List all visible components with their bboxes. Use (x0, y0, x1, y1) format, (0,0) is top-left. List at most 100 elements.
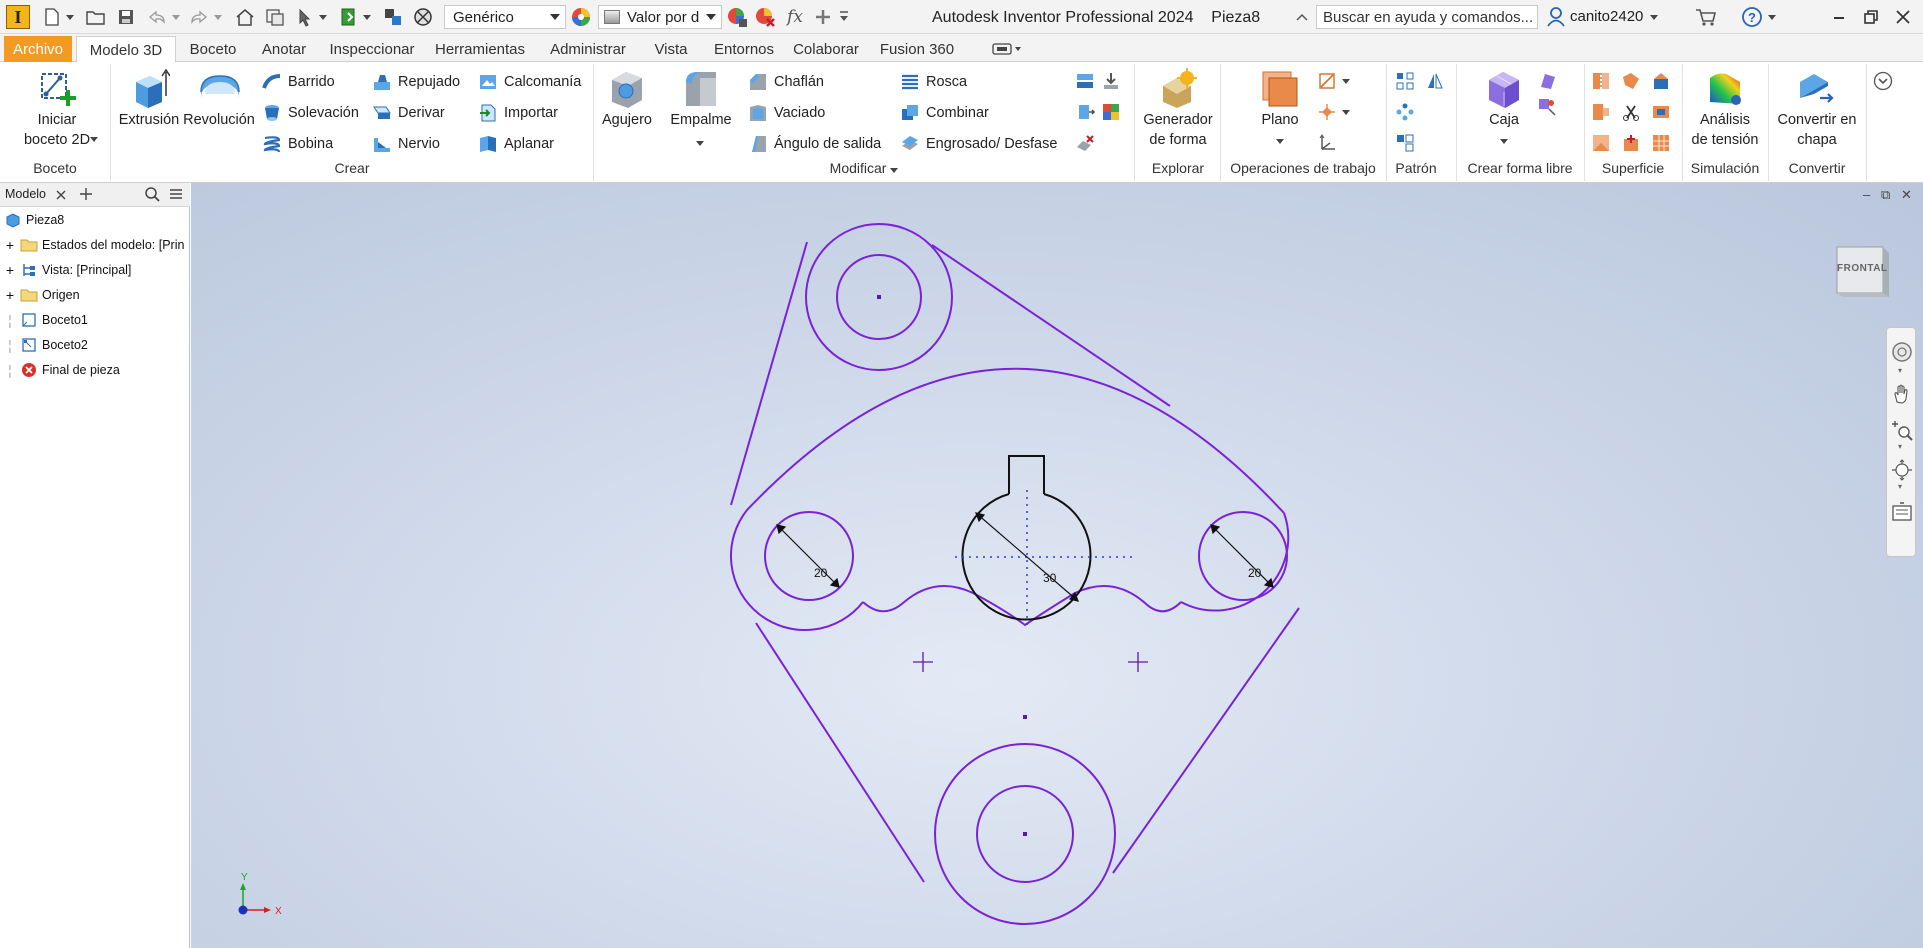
emboss-button[interactable]: Repujado (372, 70, 460, 94)
work-point-dropdown-icon[interactable] (1340, 101, 1352, 123)
tree-item-end-of-part[interactable]: ¦ Final de pieza (0, 359, 120, 381)
direct-edit-icon[interactable] (1100, 70, 1122, 92)
redo-dropdown-icon[interactable] (213, 4, 223, 30)
center-point[interactable] (1023, 832, 1027, 836)
sketch-circle[interactable] (805, 223, 953, 371)
add-icon[interactable] (78, 184, 94, 207)
tree-item-part[interactable]: Pieza8 (0, 209, 64, 231)
customize-quick-access-icon[interactable] (836, 4, 852, 30)
work-axis-dropdown-icon[interactable] (1340, 70, 1352, 92)
sketch-line[interactable] (755, 622, 925, 883)
tab-herramientas[interactable]: Herramientas (434, 40, 526, 58)
fit-mesh-face-icon[interactable] (1650, 132, 1672, 154)
sketch-circle[interactable] (976, 785, 1074, 883)
rib-button[interactable]: Nervio (372, 132, 440, 156)
sketch-dropdown-icon[interactable] (88, 128, 100, 150)
expand-icon[interactable]: + (5, 287, 15, 303)
steering-wheel-icon[interactable] (1890, 340, 1914, 364)
tab-entornos[interactable]: Entornos (713, 40, 775, 58)
browser-tab-label[interactable]: Modelo (5, 187, 46, 201)
sketch-line[interactable] (1112, 607, 1300, 874)
ilogic-icon[interactable] (380, 4, 406, 30)
convert-freeform-icon[interactable] (1536, 96, 1558, 118)
combine-button[interactable]: Combinar (900, 101, 989, 125)
search-icon[interactable] (144, 185, 160, 206)
open-folder-icon[interactable] (84, 4, 108, 30)
tab-anotar[interactable]: Anotar (261, 40, 307, 58)
rectangular-pattern-icon[interactable] (1394, 70, 1416, 92)
fillet-button[interactable]: Empalme (664, 68, 738, 130)
replace-face-icon[interactable] (1650, 101, 1672, 123)
material-select[interactable]: Genérico (444, 5, 566, 29)
tab-archivo[interactable]: Archivo (4, 36, 72, 62)
move-face-icon[interactable] (1074, 101, 1096, 123)
clear-appearance-icon[interactable] (752, 4, 778, 30)
stress-analysis-button[interactable]: Análisis de tensión (1684, 68, 1766, 150)
pan-hand-icon[interactable] (1890, 382, 1914, 406)
look-at-icon[interactable] (1890, 500, 1914, 524)
dimension-line-center[interactable] (975, 512, 1079, 602)
extend-icon[interactable] (1590, 101, 1612, 123)
add-icon[interactable] (812, 4, 834, 30)
circular-pattern-icon[interactable] (1394, 101, 1416, 123)
tree-item-sketch2[interactable]: ¦ Boceto2 (0, 334, 88, 356)
new-file-dropdown-icon[interactable] (64, 4, 76, 30)
convert-to-sheet-metal-button[interactable]: Convertir en chapa (1770, 68, 1864, 150)
boundary-patch-icon[interactable] (1590, 132, 1612, 154)
tab-administrar[interactable]: Administrar (550, 40, 626, 58)
keyway-sketch[interactable] (1008, 455, 1045, 494)
tab-modelo-3d[interactable]: Modelo 3D (76, 36, 176, 63)
sketch-circle[interactable] (1198, 511, 1288, 601)
menu-icon[interactable] (168, 185, 184, 206)
freeform-face-icon[interactable] (1536, 70, 1558, 92)
sketch-line[interactable] (730, 241, 808, 506)
tree-item-sketch1[interactable]: ¦ Boceto1 (0, 309, 88, 331)
plane-button[interactable]: Plano (1240, 68, 1320, 150)
search-expand-icon[interactable] (1292, 4, 1312, 30)
chevron-down-icon[interactable]: ▾ (1898, 442, 1903, 451)
dimension-text-center[interactable]: 30 (1043, 571, 1057, 585)
dimension-line-left[interactable] (776, 524, 840, 588)
revolve-button[interactable]: Revolución (182, 68, 256, 130)
tab-fusion-360[interactable]: Fusion 360 (879, 40, 955, 58)
center-hole-circle[interactable] (961, 493, 1092, 621)
unwrap-button[interactable]: Aplanar (478, 132, 554, 156)
sketch-circle[interactable] (764, 511, 854, 601)
chevron-down-icon[interactable]: ▾ (1898, 366, 1903, 375)
derive-button[interactable]: Derivar (372, 101, 445, 125)
sketch-arc[interactable] (746, 367, 1285, 514)
repair-bodies-icon[interactable] (1620, 132, 1642, 154)
panel-visibility-toggle[interactable] (986, 36, 1026, 62)
thicken-offset-button[interactable]: Engrosado/ Desfase (900, 132, 1057, 156)
update-dropdown-icon[interactable] (362, 4, 372, 30)
cart-icon[interactable] (1692, 4, 1720, 30)
trim-surface-icon[interactable] (1620, 101, 1642, 123)
expand-icon[interactable]: + (5, 262, 15, 278)
orbit-icon[interactable] (1890, 458, 1914, 482)
select-dropdown-icon[interactable] (318, 4, 328, 30)
decal-button[interactable]: Calcomanía (478, 70, 581, 94)
sketch-driven-pattern-icon[interactable] (1394, 132, 1416, 154)
copy-object-icon[interactable] (1100, 101, 1122, 123)
viewcube[interactable]: FRONTAL (1835, 239, 1891, 299)
undo-icon[interactable] (144, 4, 170, 30)
user-name[interactable]: canito2420 (1570, 8, 1644, 25)
draft-angle-button[interactable]: Ángulo de salida (748, 132, 881, 156)
shell-button[interactable]: Vaciado (748, 101, 825, 125)
patch-icon[interactable] (1620, 70, 1642, 92)
sketch-circle[interactable] (836, 254, 922, 340)
construction-point[interactable] (913, 652, 933, 672)
user-dropdown-icon[interactable] (1648, 4, 1660, 30)
new-file-icon[interactable] (40, 4, 64, 30)
undo-dropdown-icon[interactable] (171, 4, 181, 30)
sweep-button[interactable]: Barrido (262, 70, 335, 94)
project-icon[interactable] (262, 4, 288, 30)
dimension-line-right[interactable] (1210, 524, 1274, 588)
appearance-override-icon[interactable] (410, 4, 436, 30)
hole-button[interactable]: Agujero (596, 68, 658, 130)
loft-button[interactable]: Solevación (262, 101, 359, 125)
redo-icon[interactable] (186, 4, 212, 30)
ucs-icon[interactable] (1316, 132, 1338, 154)
save-icon[interactable] (114, 4, 138, 30)
chevron-down-icon[interactable]: ▾ (1898, 482, 1903, 491)
